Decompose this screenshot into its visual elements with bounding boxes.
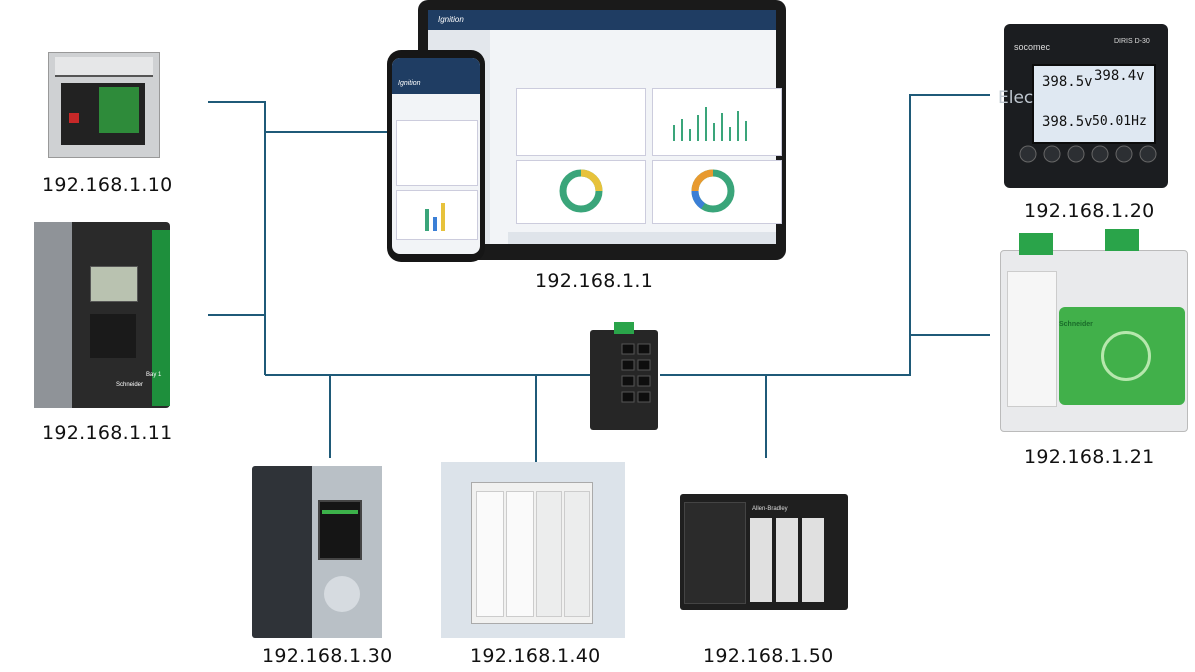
device-breaker <box>48 52 160 158</box>
tablet-footer <box>508 232 776 244</box>
tablet-card-donut-1 <box>516 160 646 224</box>
hmi-phone: Ignition <box>387 50 485 262</box>
tablet-bar-chart <box>673 107 747 141</box>
meter-buttons <box>1019 145 1157 163</box>
wire-bus-right <box>660 94 990 376</box>
tablet-brand: Ignition <box>438 15 464 24</box>
relay-green-trim <box>152 230 170 406</box>
network-switch <box>590 322 658 430</box>
meter-brand: socomec <box>1014 42 1051 52</box>
tablet-card-bar-chart <box>652 88 782 156</box>
device-plc-modicon <box>441 462 625 638</box>
tablet-donut-1 <box>559 169 603 213</box>
relay-keypad <box>90 314 136 358</box>
breaker-top <box>55 57 153 77</box>
breaker-front <box>61 83 145 145</box>
meter-reading-2: 398.4v <box>1094 68 1145 84</box>
ip-label-relay: 192.168.1.11 <box>42 422 173 444</box>
phone-header: Ignition <box>392 58 480 94</box>
meter-reading-1: 398.5v <box>1042 74 1093 90</box>
plc-modicon-rack <box>471 482 593 624</box>
gateway-ring <box>1101 331 1151 381</box>
ip-label-plc-40: 192.168.1.40 <box>470 645 601 667</box>
plc-modicon-module-3 <box>536 491 562 617</box>
switch-power-connector <box>614 322 634 334</box>
plc-ab-module-2 <box>776 518 798 602</box>
device-relay: Schneider Bay 1 <box>34 222 170 408</box>
tablet-donut-2 <box>691 169 735 213</box>
ip-label-hmi: 192.168.1.1 <box>535 270 654 292</box>
switch-ports <box>621 343 651 403</box>
phone-card <box>396 120 478 186</box>
device-meter: socomec DIRIS D-30 398.5v 398.4v 398.5v … <box>1004 24 1168 188</box>
ip-label-breaker: 192.168.1.10 <box>42 174 173 196</box>
plc-siemens-display <box>318 500 362 560</box>
phone-bar-chart <box>425 203 445 231</box>
gateway-terminal-1 <box>1019 233 1053 255</box>
gateway-green-cover <box>1059 307 1185 405</box>
plc-siemens-screen-band <box>322 510 358 514</box>
phone-brand: Ignition <box>398 80 421 87</box>
meter-reading-4: 50.01Hz <box>1092 114 1147 129</box>
gateway-label-panel <box>1007 271 1057 407</box>
plc-ab-module-3 <box>802 518 824 602</box>
plc-siemens-keypad <box>324 576 360 612</box>
tablet-card-summary <box>516 88 646 156</box>
plc-modicon-module-1 <box>476 491 504 617</box>
phone-screen: Ignition <box>392 58 480 254</box>
plc-ab-power-supply <box>684 502 746 604</box>
tablet-header: Ignition <box>428 10 776 30</box>
relay-brand: Schneider <box>116 382 144 388</box>
device-plc-ab: Allen-Bradley <box>680 494 848 610</box>
gateway-terminal-2 <box>1105 229 1139 251</box>
tablet-card-donut-2 <box>652 160 782 224</box>
plc-ab-brand: Allen-Bradley <box>752 506 788 512</box>
wire-breaker <box>208 101 266 375</box>
gateway-brand: Schneider <box>1059 321 1093 328</box>
device-gateway: Schneider <box>1000 229 1188 432</box>
plc-modicon-module-4 <box>564 491 590 617</box>
ip-label-gateway: 192.168.1.21 <box>1024 446 1155 468</box>
ip-label-plc-50: 192.168.1.50 <box>703 645 834 667</box>
device-plc-siemens <box>252 466 382 638</box>
breaker-red-button <box>69 113 79 123</box>
relay-bay-label: Bay 1 <box>146 372 162 378</box>
ip-label-meter: 192.168.1.20 <box>1024 200 1155 222</box>
meter-display: 398.5v 398.4v 398.5v 50.01Hz <box>1032 64 1156 144</box>
relay-side <box>34 222 72 408</box>
meter-reading-3: 398.5v <box>1042 114 1093 130</box>
relay-display <box>90 266 138 302</box>
plc-modicon-module-2 <box>506 491 534 617</box>
meter-model: DIRIS D-30 <box>1114 38 1150 45</box>
breaker-green-panel <box>99 87 139 133</box>
watermark-text: Elec <box>998 88 1034 108</box>
ip-label-plc-30: 192.168.1.30 <box>262 645 393 667</box>
phone-chart <box>396 190 478 240</box>
plc-ab-module-1 <box>750 518 772 602</box>
